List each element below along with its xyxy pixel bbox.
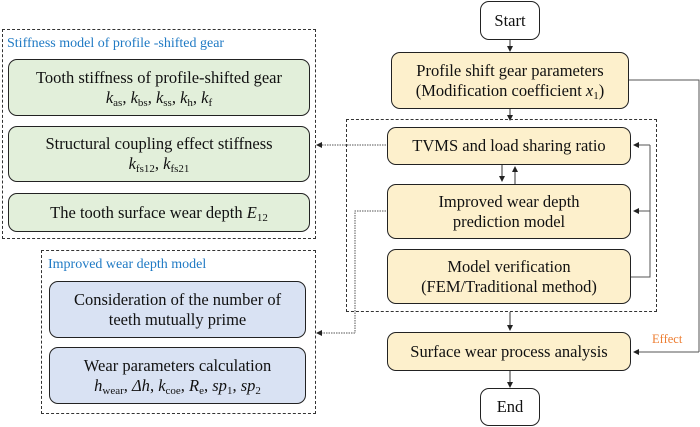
symbol: k xyxy=(130,87,138,107)
formula-subscript: wear xyxy=(102,384,124,397)
verification-line2: (FEM/Traditional method) xyxy=(421,276,597,296)
symbol: k xyxy=(155,87,164,107)
start-label: Start xyxy=(494,10,526,30)
symbol-subscript: h xyxy=(187,96,193,109)
effect-label: Effect xyxy=(652,332,683,346)
wear-prediction-line1: Improved wear depth xyxy=(438,191,580,211)
wear-group-title: Improved wear depth model xyxy=(48,257,207,272)
symbol-subscript: fs21 xyxy=(170,163,190,175)
model-process-group xyxy=(346,119,657,312)
symbol-subscript: f xyxy=(208,96,213,109)
formula-symbol: R xyxy=(189,375,200,395)
symbol-subscript: ss xyxy=(163,96,172,109)
mutually-prime-line1: Consideration of the number of xyxy=(73,289,282,309)
tooth-stiffness-symbols: kas, kbs, kss, kh, kf xyxy=(105,87,213,109)
params-box: Profile shift gear parameters (Modificat… xyxy=(391,52,629,109)
formula-subscript: 2 xyxy=(255,384,261,397)
formula-symbol: Δh xyxy=(132,375,150,395)
wear-parameters-label: Wear parameters calculation xyxy=(83,355,272,375)
formula-subscript: coe xyxy=(165,384,181,397)
feedback-loop-line xyxy=(631,145,651,278)
formula-subscript: 1 xyxy=(226,384,233,397)
tvms-label: TVMS and load sharing ratio xyxy=(412,136,606,155)
wear-depth-box: The tooth surface wear depth E12 xyxy=(8,193,310,232)
symbol-subscript: bs xyxy=(137,96,148,109)
symbol-subscript: as xyxy=(113,96,123,109)
stiffness-model-group xyxy=(2,29,316,239)
surface-wear-label: Surface wear process analysis xyxy=(410,341,608,361)
formula-symbol: h xyxy=(94,375,103,395)
mutually-prime-line2: teeth mutually prime xyxy=(108,309,247,329)
symbol: k xyxy=(163,154,171,173)
formula-symbol: k xyxy=(158,375,166,395)
symbol: k xyxy=(201,87,209,107)
wear-depth-label: The tooth surface wear depth E12 xyxy=(50,202,268,224)
formula-symbol: sp xyxy=(240,375,256,395)
wear-prediction-box: Improved wear depth prediction model xyxy=(387,184,631,239)
end-node: End xyxy=(480,388,540,426)
tooth-stiffness-label: Tooth stiffness of profile-shifted gear xyxy=(36,67,282,87)
wear-model-group xyxy=(41,250,316,414)
wear-model-to-wear-group-line xyxy=(354,210,386,333)
symbol-subscript: fs12 xyxy=(135,163,155,175)
tvms-box: TVMS and load sharing ratio xyxy=(387,127,631,165)
stiffness-group-title: Stiffness model of profile -shifted gear xyxy=(7,36,225,51)
params-line1: Profile shift gear parameters xyxy=(416,60,604,80)
coupling-stiffness-symbols: kfs12, kfs21 xyxy=(128,154,190,175)
tooth-stiffness-box: Tooth stiffness of profile-shifted gear … xyxy=(8,59,310,116)
coupling-stiffness-box: Structural coupling effect stiffness kfs… xyxy=(8,126,310,182)
symbol: k xyxy=(105,87,114,107)
formula-symbol: sp xyxy=(212,375,227,395)
end-label: End xyxy=(496,397,524,416)
effect-line xyxy=(629,79,700,352)
surface-wear-box: Surface wear process analysis xyxy=(387,332,631,371)
formula-subscript: e xyxy=(199,384,205,397)
verification-box: Model verification (FEM/Traditional meth… xyxy=(387,249,631,304)
mutually-prime-box: Consideration of the number of teeth mut… xyxy=(49,281,306,338)
wear-prediction-line2: prediction model xyxy=(452,211,566,231)
wear-parameters-box: Wear parameters calculation hwear, Δh, k… xyxy=(49,347,306,404)
verification-line1: Model verification xyxy=(447,256,571,276)
coupling-stiffness-label: Structural coupling effect stiffness xyxy=(45,134,273,153)
symbol: k xyxy=(128,154,136,173)
wear-parameters-formula: hwear, Δh, kcoe, Re, sp1, sp2 xyxy=(94,375,261,397)
start-node: Start xyxy=(480,1,540,40)
params-line2: (Modification coefficient x1) xyxy=(415,80,605,102)
symbol: k xyxy=(180,87,188,107)
